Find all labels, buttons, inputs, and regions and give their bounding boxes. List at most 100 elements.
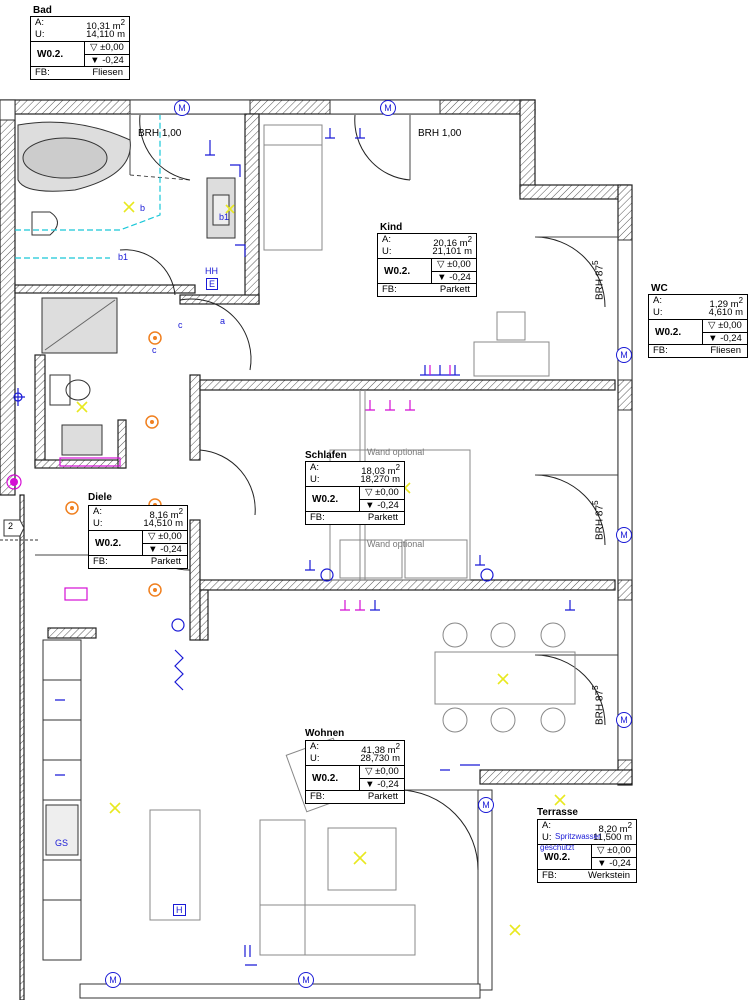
area-unit: m (619, 824, 628, 836)
b1-label: b1 (219, 212, 230, 222)
level-top: ▽ ±0,00 (703, 320, 747, 333)
room-code: W0.2. (31, 42, 85, 66)
room-name-kind: Kind (380, 222, 403, 233)
area-key: A: (542, 820, 551, 831)
motor-icon: M (616, 347, 632, 363)
motor-icon: M (105, 972, 121, 988)
water-lines (15, 115, 161, 259)
wand-optional-bottom: Wand optional (367, 539, 425, 549)
room-name-diele: Diele (88, 492, 112, 503)
area-unit: m (387, 466, 396, 478)
room-info-terrasse: A:8,20 m2 U:11,500 m W0.2.▽ ±0,00▼ -0,24… (537, 819, 637, 883)
area-key: A: (35, 17, 44, 28)
motor-icon: M (298, 972, 314, 988)
area-key: A: (310, 741, 319, 752)
brh-label-bad: BRH 1,00 (138, 128, 182, 139)
level-bottom: ▼ -0,24 (90, 55, 124, 66)
level-bottom: ▼ -0,24 (365, 779, 399, 790)
room-name-bad: Bad (33, 5, 52, 16)
perimeter-unit: m (735, 307, 743, 318)
perimeter-value: 4,610 (708, 307, 733, 318)
level-top: ▽ ±0,00 (360, 487, 404, 500)
perimeter-key: U: (310, 474, 320, 485)
level-top: ▽ ±0,00 (360, 766, 404, 779)
room-code: W0.2. (306, 766, 360, 790)
room-code: W0.2. (649, 320, 703, 344)
e-label: E (206, 278, 219, 290)
floor-value: Parkett (367, 512, 398, 523)
perimeter-unit: m (392, 753, 400, 764)
floor-value: Fliesen (92, 67, 123, 78)
perimeter-value: 28,730 (360, 753, 390, 764)
level-top: ▽ ±0,00 (432, 259, 476, 272)
room-info-bad: A:10,31 m2 U:14,110 m W0.2.▽ ±0,00▼ -0,2… (30, 16, 130, 80)
perimeter-unit: m (175, 518, 183, 529)
area-value: 8,16 (149, 510, 169, 522)
room-name-terrasse: Terrasse (537, 807, 578, 818)
area-value: 8,20 (598, 824, 618, 836)
area-unit: m (459, 238, 468, 250)
room-code: W0.2. (538, 845, 592, 869)
gs-label: GS (55, 838, 69, 848)
brh-label-kind-side: BRH 875 (590, 260, 606, 300)
floor-key: FB: (35, 67, 50, 78)
lighting-points (76, 201, 566, 936)
area-exponent: 2 (627, 821, 632, 830)
perimeter-key: U: (93, 518, 103, 529)
wand-optional-top: Wand optional (367, 447, 425, 457)
motor-icon: M (478, 797, 494, 813)
area-value: 41,38 (361, 745, 386, 757)
perimeter-key: U: (382, 246, 392, 257)
room-code: W0.2. (89, 531, 143, 555)
geschuetzt-note: geschützt (540, 843, 575, 852)
motor-icon: M (174, 100, 190, 116)
level-bottom: ▼ -0,24 (597, 858, 631, 869)
brh-label-kind: BRH 1,00 (418, 128, 462, 139)
area-exponent: 2 (395, 463, 400, 472)
room-info-diele: A:8,16 m2 U:14,510 m W0.2.▽ ±0,00▼ -0,24… (88, 505, 188, 569)
motor-icon: M (380, 100, 396, 116)
floor-key: FB: (542, 870, 557, 881)
perimeter-unit: m (392, 474, 400, 485)
floor-value: Werkstein (587, 870, 630, 881)
brh-label-schlafen: BRH 875 (590, 500, 606, 540)
perimeter-key: U: (310, 753, 320, 764)
b-label: b (140, 203, 146, 213)
level-bottom: ▼ -0,24 (708, 333, 742, 344)
perimeter-key: U: (542, 832, 552, 843)
area-exponent: 2 (738, 296, 743, 305)
level-bottom: ▼ -0,24 (148, 544, 182, 555)
h-label: H (173, 904, 186, 916)
room-name-wc: WC (651, 283, 668, 294)
perimeter-key: U: (653, 307, 663, 318)
room-code: W0.2. (306, 487, 360, 511)
area-unit: m (387, 745, 396, 757)
data-outlets (6, 365, 451, 611)
area-value: 1,29 (709, 299, 729, 311)
floor-key: FB: (653, 345, 668, 356)
floor-value: Parkett (439, 284, 470, 295)
area-exponent: 2 (178, 507, 183, 516)
perimeter-value: 11,500 (593, 832, 622, 843)
room-info-schlafen: A:18,03 m2 U:18,270 m W0.2.▽ ±0,00▼ -0,2… (305, 461, 405, 525)
area-value: 20,16 (433, 238, 458, 250)
level-top: ▽ ±0,00 (143, 531, 187, 544)
room-code: W0.2. (378, 259, 432, 283)
c-label: c (178, 320, 183, 330)
interior-walls (14, 113, 616, 641)
level-top: ▽ ±0,00 (592, 845, 636, 858)
room-info-wohnen: A:41,38 m2 U:28,730 m W0.2.▽ ±0,00▼ -0,2… (305, 740, 405, 804)
section-number: 2 (8, 521, 14, 531)
perimeter-unit: m (464, 246, 472, 257)
motor-icon: M (616, 712, 632, 728)
floor-key: FB: (310, 512, 325, 523)
area-key: A: (93, 506, 102, 517)
floor-key: FB: (310, 791, 325, 802)
perimeter-value: 21,101 (432, 246, 462, 257)
area-key: A: (653, 295, 662, 306)
level-top: ▽ ±0,00 (85, 42, 129, 55)
c-label: c (152, 345, 157, 355)
level-bottom: ▼ -0,24 (365, 500, 399, 511)
perimeter-key: U: (35, 29, 45, 40)
